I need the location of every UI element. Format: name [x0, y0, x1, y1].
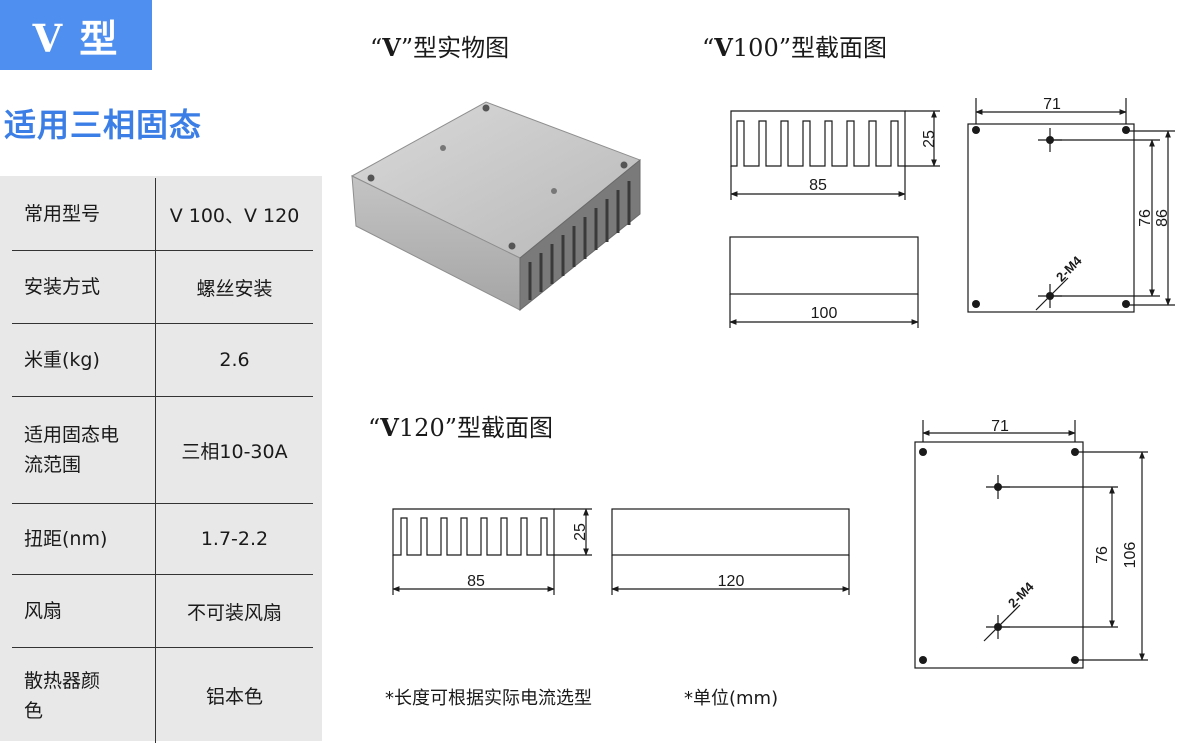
v100-hole-x-label: 71 [1043, 96, 1061, 113]
v120-hole-label: 2-M4 [1005, 579, 1037, 611]
heatsink-photo [352, 102, 640, 310]
v120-fin-profile [393, 509, 592, 595]
v100-fin-profile [731, 111, 940, 200]
v100-plate-height-label: 86 [1154, 209, 1171, 227]
v100-length-label: 100 [811, 305, 838, 322]
v120-length-label: 120 [718, 573, 745, 590]
v100-base-plate [968, 98, 1175, 312]
v120-hole-x-label: 71 [991, 418, 1009, 435]
v100-hole-label: 2-M4 [1053, 253, 1085, 285]
v100-mount-holes [972, 126, 1130, 308]
unit-note: *单位(mm) [684, 684, 778, 710]
v120-height-label: 25 [572, 523, 589, 541]
v100-width-label: 85 [809, 177, 827, 194]
v120-plate-height-label: 106 [1122, 542, 1139, 569]
v120-width-label: 85 [467, 573, 485, 590]
v100-hole-y-label: 76 [1137, 209, 1154, 227]
selection-note: *长度可根据实际电流选型 [385, 684, 592, 710]
v120-mount-holes [919, 448, 1079, 664]
v100-height-label: 25 [921, 130, 938, 148]
v120-base-plate [915, 420, 1148, 668]
v120-hole-y-label: 76 [1094, 546, 1111, 564]
